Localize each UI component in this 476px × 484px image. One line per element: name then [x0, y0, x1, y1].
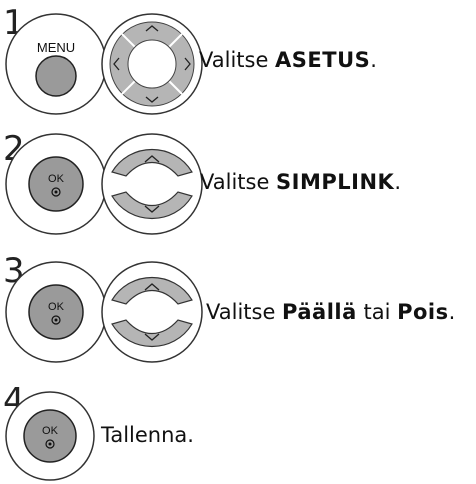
step-1: 1 MENU Valitse ASETUS.: [0, 0, 476, 120]
step-2-instruction: Valitse SIMPLINK.: [200, 170, 402, 194]
up-button: [111, 277, 193, 305]
up-down-navigation-icon[interactable]: [100, 132, 204, 236]
up-down-navigation-icon[interactable]: [100, 260, 204, 364]
up-arrow-icon: [145, 25, 159, 32]
ok-button-label: OK: [42, 425, 59, 437]
step-2-keyword: SIMPLINK: [276, 170, 395, 194]
ok-dot-icon: [51, 187, 61, 197]
right-arrow-icon: [184, 57, 191, 71]
up-arrow-icon: [144, 283, 160, 291]
down-button: [111, 319, 193, 347]
down-arrow-icon: [145, 96, 159, 103]
ok-button[interactable]: OK: [4, 260, 108, 364]
ok-button[interactable]: OK: [4, 132, 108, 236]
down-arrow-icon: [144, 205, 160, 213]
step-4: 4 OK Tallenna.: [0, 380, 476, 481]
step-3-keyword-off: Pois: [397, 300, 449, 324]
step-1-keyword: ASETUS: [275, 48, 371, 72]
down-arrow-icon: [144, 333, 160, 341]
menu-button[interactable]: MENU: [4, 12, 108, 116]
down-button: [111, 191, 193, 219]
ok-dot-icon: [51, 315, 61, 325]
step-3-keyword-on: Päällä: [282, 300, 357, 324]
ok-button-label: OK: [48, 173, 65, 185]
step-3: 3 OK Valitse Päällä tai Pois.: [0, 250, 476, 370]
step-1-instruction: Valitse ASETUS.: [199, 48, 377, 72]
ok-dot-icon: [45, 439, 55, 449]
step-2: 2 OK Valitse SIMPLINK.: [0, 130, 476, 240]
up-arrow-icon: [144, 155, 160, 163]
up-button: [111, 149, 193, 177]
four-way-navigation-pad-icon[interactable]: [100, 12, 204, 116]
ok-button[interactable]: OK: [4, 390, 98, 484]
menu-button-label: MENU: [37, 40, 75, 55]
step-4-instruction: Tallenna.: [101, 423, 194, 447]
left-arrow-icon: [113, 57, 120, 71]
ok-button-label: OK: [48, 301, 65, 313]
step-3-instruction: Valitse Päällä tai Pois.: [206, 300, 456, 324]
